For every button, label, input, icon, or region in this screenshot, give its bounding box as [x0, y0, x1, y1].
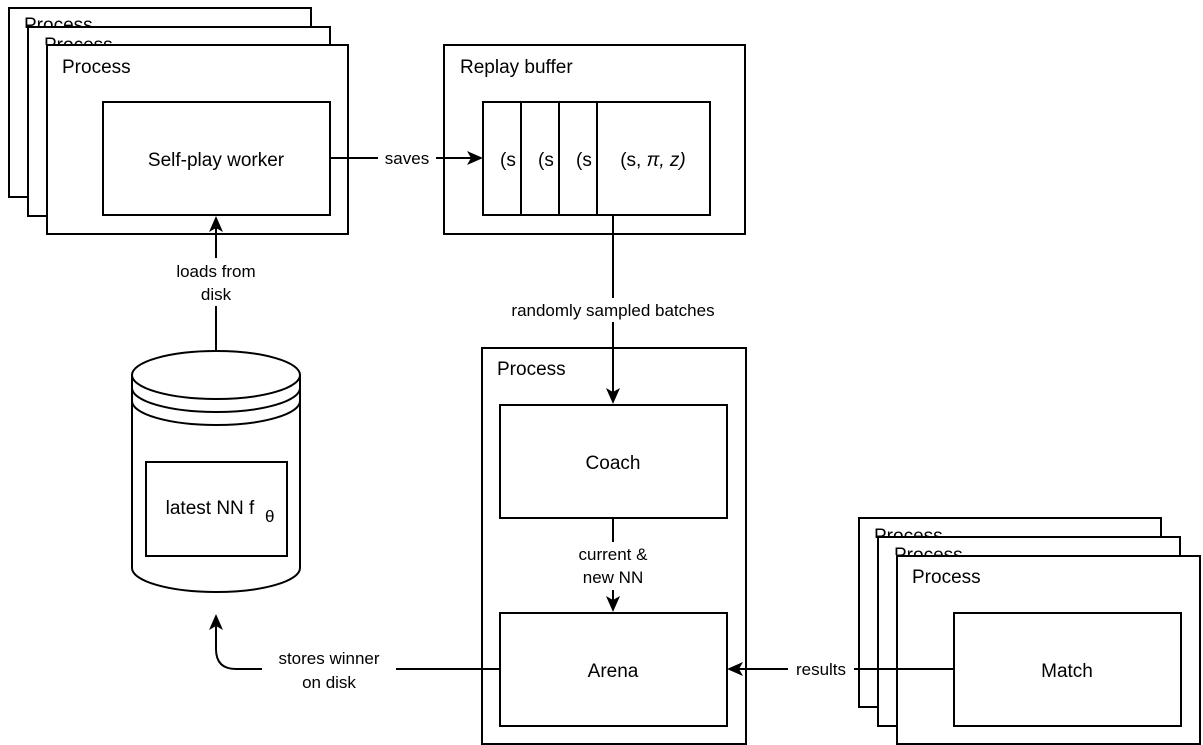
selfplay-process-title: Process — [62, 57, 131, 78]
edge-sampled-label-bg — [486, 298, 740, 322]
latest-nn-label: latest NN f — [166, 498, 255, 519]
edge-saves: saves — [330, 147, 483, 169]
edge-results-arrowhead — [727, 662, 743, 676]
match-label: Match — [1041, 661, 1093, 682]
edge-current-label-1: current & — [579, 545, 649, 564]
selfplay-worker-label: Self-play worker — [148, 150, 285, 171]
edge-stores-label-bg — [262, 646, 396, 694]
edge-current-arrowhead — [606, 596, 620, 612]
replay-buffer-title: Replay buffer — [460, 57, 573, 78]
replay-buffer: Replay buffer (s (s (s (s, π, z) — [443, 44, 746, 235]
cylinder-top — [131, 350, 301, 400]
match-process-title: Process — [912, 567, 981, 588]
edge-stores-line — [215, 626, 500, 670]
edge-loads-label-2: disk — [201, 285, 232, 304]
latest-nn-subscript: θ — [265, 507, 274, 526]
coach-label: Coach — [586, 453, 641, 474]
buffer-cell-4: (s, π, z) — [620, 150, 686, 171]
selfplay-process-stack: Process Process Process Self-play worker — [8, 7, 349, 235]
selfplay-worker-node — [102, 101, 331, 216]
buffer-cell-4-prefix: (s, — [620, 150, 646, 171]
match-process-stack: Process Process Process Match — [858, 517, 1201, 745]
arena-label: Arena — [588, 661, 639, 682]
edge-loads-arrowhead — [209, 216, 223, 232]
edge-results-label: results — [796, 660, 846, 679]
edge-current: current & new NN — [565, 518, 661, 612]
latest-nn-node — [145, 461, 288, 557]
coach-node — [499, 404, 728, 519]
arena-node — [499, 612, 728, 727]
edge-loads-label-bg — [162, 258, 270, 306]
match-process-title-middle: Process — [894, 545, 963, 566]
process-title-middle: Process — [44, 35, 113, 56]
edge-sampled-arrowhead — [606, 388, 620, 404]
edge-loads-label-1: loads from — [176, 262, 255, 281]
buffer-cell-3: (s — [576, 150, 592, 171]
buffer-cell-4-italic: π, z) — [647, 150, 686, 171]
edge-sampled: randomly sampled batches — [486, 215, 740, 404]
edge-current-label-2: new NN — [583, 568, 643, 587]
edge-stores: stores winner on disk — [209, 614, 500, 694]
training-process-title: Process — [497, 359, 566, 380]
buffer-cell-1: (s — [500, 150, 516, 171]
edge-current-label-bg — [565, 542, 661, 590]
cylinder-ring-2 — [131, 400, 301, 426]
edge-results: results — [727, 658, 954, 680]
match-node — [953, 612, 1182, 727]
match-process-title-back: Process — [874, 526, 943, 547]
process-title-back: Process — [24, 15, 93, 36]
edge-saves-arrowhead — [467, 151, 483, 165]
buffer-cell-2: (s — [538, 150, 554, 171]
edge-stores-arrowhead — [209, 614, 223, 630]
edge-saves-label: saves — [385, 149, 429, 168]
edge-results-label-bg — [788, 658, 854, 680]
edge-loads: loads from disk — [162, 216, 270, 351]
nn-storage-cylinder: latest NN f θ — [131, 350, 301, 593]
edge-saves-label-bg — [378, 147, 436, 169]
edge-stores-label-2: on disk — [302, 673, 356, 692]
cylinder-ring-1 — [131, 387, 301, 413]
edge-sampled-label: randomly sampled batches — [511, 301, 714, 320]
edge-stores-label-1: stores winner — [278, 649, 379, 668]
